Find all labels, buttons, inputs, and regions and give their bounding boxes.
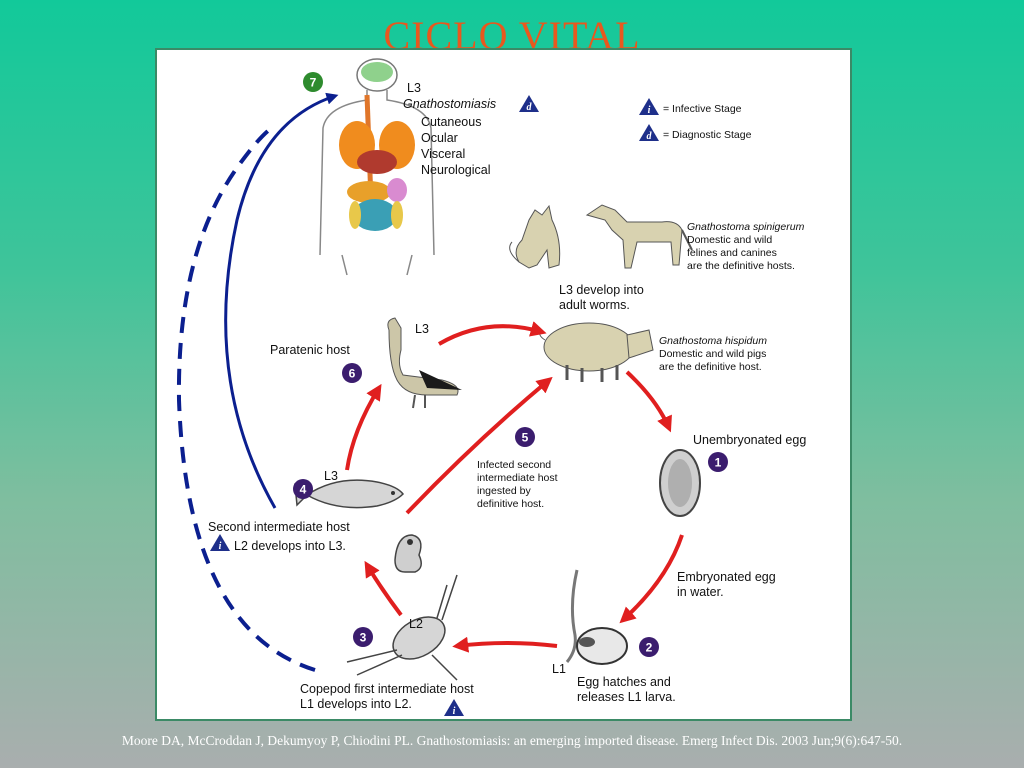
spinigerum-species: Gnathostoma spinigerum (687, 221, 805, 233)
unembryonated-label: Unembryonated egg (693, 433, 806, 447)
step5-line-2: intermediate host (477, 472, 558, 484)
svg-text:5: 5 (522, 431, 529, 445)
second-host-infective-triangle: i (210, 534, 230, 552)
frog-icon (394, 534, 422, 573)
paratenic-stage: L3 (415, 322, 429, 336)
step-1-badge: 1 (708, 452, 728, 472)
svg-text:d: d (527, 102, 533, 113)
spinigerum-line-2: felines and canines (687, 247, 777, 259)
hatch-line-2: releases L1 larva. (577, 690, 676, 704)
develop-line-2: adult worms. (559, 298, 630, 312)
svg-text:4: 4 (300, 483, 307, 497)
step-5-badge: 5 (515, 427, 535, 447)
human-stage-label: L3 (407, 81, 421, 95)
form-neurological: Neurological (421, 163, 490, 177)
dog-icon (585, 204, 693, 269)
copepod-infective-triangle: i (444, 699, 464, 717)
step-3-badge: 3 (353, 627, 373, 647)
hispidum-species: Gnathostoma hispidum (659, 335, 767, 347)
svg-text:1: 1 (715, 456, 722, 470)
citation: Moore DA, McCroddan J, Dekumyoy P, Chiod… (121, 733, 903, 748)
svg-text:d: d (647, 131, 653, 142)
step-6-badge: 6 (342, 363, 362, 383)
develop-line-1: L3 develop into (559, 283, 644, 297)
bird-icon (387, 317, 462, 409)
step-7-badge: 7 (303, 72, 323, 92)
human-infection-arrows (176, 92, 339, 672)
cat-icon (509, 204, 561, 269)
legend: i = Infective Stage d = Diagnostic Stage (639, 98, 752, 142)
svg-text:i: i (219, 541, 222, 552)
hatch-line-1: Egg hatches and (577, 675, 671, 689)
spinigerum-line-3: are the definitive hosts. (687, 260, 795, 272)
step5-line-1: Infected second (477, 459, 551, 471)
step5-line-3: ingested by (477, 485, 531, 497)
infective-stage-icon: i (639, 98, 659, 116)
svg-text:7: 7 (310, 76, 317, 90)
fish-stage: L3 (324, 469, 338, 483)
diagnostic-stage-triangle: d (519, 95, 539, 113)
form-cutaneous: Cutaneous (421, 115, 481, 129)
step-2-badge: 2 (639, 637, 659, 657)
form-ocular: Ocular (421, 131, 458, 145)
step5-line-4: definitive host. (477, 498, 544, 510)
spinigerum-line-1: Domestic and wild (687, 234, 772, 246)
legend-infective: = Infective Stage (663, 103, 742, 115)
human-figure-icon (319, 58, 435, 276)
embryonated-line-1: Embryonated egg (677, 570, 776, 584)
embryonated-line-2: in water. (677, 585, 724, 599)
hispidum-line-2: are the definitive host. (659, 361, 762, 373)
copepod-line-2: L1 develops into L2. (300, 697, 412, 711)
second-host-label: Second intermediate host (208, 520, 350, 534)
hatching-egg-icon (565, 569, 628, 665)
svg-text:2: 2 (646, 641, 653, 655)
step-4-badge: 4 (293, 479, 313, 499)
diagram-canvas: 7 L3 Gnathostomiasis d Cutaneous Ocular … (176, 58, 806, 717)
life-cycle-diagram: 7 L3 Gnathostomiasis d Cutaneous Ocular … (155, 48, 852, 721)
second-host-develops: L2 develops into L3. (234, 539, 346, 553)
diagnostic-stage-icon: d (639, 124, 659, 142)
svg-text:i: i (453, 706, 456, 717)
svg-text:i: i (648, 105, 651, 116)
larva-l1-label: L1 (552, 662, 566, 676)
disease-label: Gnathostomiasis (403, 97, 496, 111)
copepod-stage: L2 (409, 617, 423, 631)
form-visceral: Visceral (421, 147, 465, 161)
unembryonated-egg-icon (659, 449, 701, 517)
svg-text:3: 3 (360, 631, 367, 645)
paratenic-label: Paratenic host (270, 343, 350, 357)
legend-diagnostic: = Diagnostic Stage (663, 129, 752, 141)
copepod-line-1: Copepod first intermediate host (300, 682, 474, 696)
cycle-arrows (345, 321, 684, 653)
svg-text:6: 6 (349, 367, 356, 381)
copepod-icon (346, 574, 458, 681)
pig-icon (539, 322, 654, 382)
hispidum-line-1: Domestic and wild pigs (659, 348, 766, 360)
